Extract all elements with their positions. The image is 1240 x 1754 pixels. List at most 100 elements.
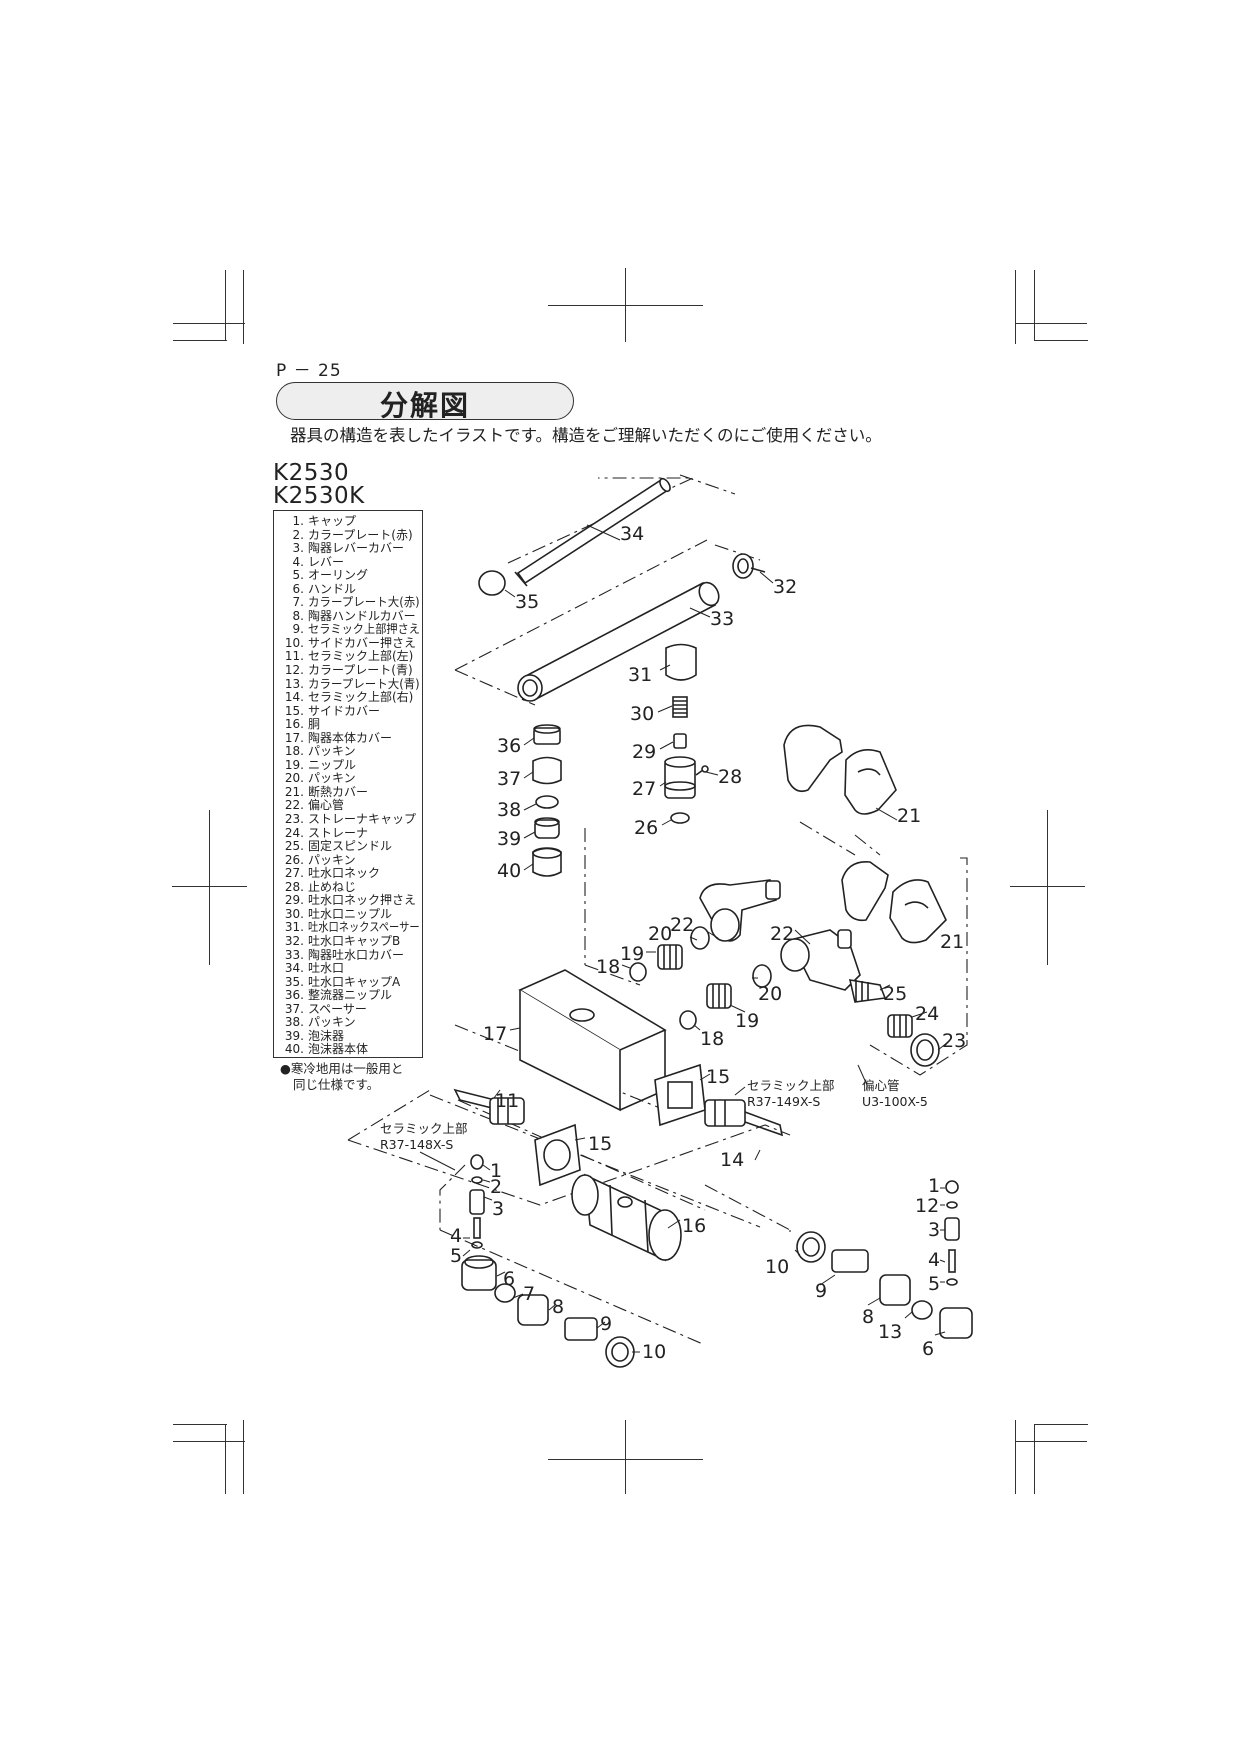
part-number: 30.	[284, 906, 304, 921]
parts-list-item: 18.パッキン	[274, 745, 422, 759]
part-name: 偏心管	[308, 798, 345, 813]
parts-list-item: 12.カラープレート(青)	[274, 663, 422, 678]
callout-19-right: 19	[735, 1010, 759, 1032]
callout-5-right: 5	[928, 1273, 940, 1295]
part-21-insulation-cover-upper	[783, 724, 897, 815]
part-number: 5.	[292, 568, 304, 583]
part-number: 2.	[292, 527, 304, 542]
callout-12: 12	[915, 1195, 939, 1217]
parts-list-item: 6.ハンドル	[274, 582, 422, 597]
part-37-spacer	[532, 756, 562, 785]
parts-list-item: 4.レバー	[274, 555, 422, 570]
part-number: 15.	[284, 703, 304, 718]
part-21-insulation-cover-lower	[841, 861, 947, 944]
callout-labels: 34 35 32 33 31 30 29 27 28 26 36 37 38 3…	[380, 523, 966, 1363]
callout-23: 23	[942, 1030, 966, 1052]
callout-10-right: 10	[765, 1256, 789, 1278]
ann-ceramic-left-code: R37-148X-S	[380, 1137, 453, 1152]
callout-18-right: 18	[700, 1028, 724, 1050]
part-7-color-plate-large-red	[494, 1283, 516, 1303]
callout-22-right: 22	[770, 923, 794, 945]
part-22-eccentric-pipe-left	[699, 879, 781, 942]
part-name: パッキン	[308, 852, 356, 867]
part-16-body	[571, 1173, 682, 1262]
callout-20-left: 20	[648, 923, 672, 945]
part-25-fixed-spindle	[848, 979, 887, 1003]
callout-8-right: 8	[862, 1306, 874, 1328]
parts-list-item: 10. サイドカバー押さえ	[274, 635, 422, 651]
part-name: ストレーナ	[308, 825, 369, 840]
parts-list-item: 32.吐水口キャップB	[274, 934, 422, 949]
callout-25: 25	[883, 983, 907, 1005]
callout-22-left: 22	[670, 914, 694, 936]
parts-list-item: 7.カラープレート大(赤)	[274, 596, 422, 610]
part-8-handle-cover-right	[879, 1274, 911, 1306]
part-5-o-ring-left	[471, 1241, 483, 1249]
part-22-eccentric-pipe-right	[780, 929, 861, 991]
parts-list-item: 17.陶器本体カバー	[274, 731, 422, 746]
part-name: カラープレート大(青)	[308, 676, 420, 691]
parts-list-item: 15.サイドカバー	[274, 703, 422, 719]
part-name: サイドカバー押さえ	[308, 635, 417, 650]
callout-26: 26	[634, 817, 658, 839]
part-4-lever-left	[473, 1217, 481, 1239]
part-number: 10.	[284, 635, 304, 650]
parts-list-item: 27.吐水口ネック	[274, 867, 422, 881]
part-29-neck-retainer	[673, 733, 687, 749]
model-number-1: K2530	[273, 460, 350, 486]
callout-21-lower: 21	[940, 931, 964, 953]
callout-31: 31	[628, 664, 652, 686]
part-9-retainer-left	[564, 1317, 598, 1341]
note-line-1: ●寒冷地用は一般用と	[280, 1061, 404, 1076]
part-name: 固定スピンドル	[308, 839, 393, 854]
callout-40: 40	[497, 860, 521, 882]
parts-list-item: 2.カラープレート(赤)	[274, 527, 422, 543]
part-15-side-cover-right	[654, 1063, 706, 1127]
callout-14: 14	[720, 1149, 744, 1171]
part-3-lever-cover-left	[469, 1189, 485, 1215]
ann-ceramic-right-code: R37-149X-S	[747, 1094, 820, 1109]
part-6-handle-left	[461, 1255, 497, 1291]
part-number: 11.	[284, 649, 304, 664]
part-5-o-ring-right	[946, 1278, 958, 1286]
part-23-strainer-cap	[910, 1033, 940, 1067]
part-number: 14.	[284, 690, 304, 705]
parts-list-item: 23.ストレーナキャップ	[274, 812, 422, 827]
callout-3-left: 3	[492, 1198, 504, 1220]
parts-list-item: 1.キャップ	[274, 514, 422, 529]
part-number: 34.	[284, 961, 304, 976]
parts-list-item: 30.吐水口ニップル	[274, 906, 422, 922]
part-name: オーリング	[308, 568, 369, 583]
parts-list-item: 13.カラープレート大(青)	[274, 676, 422, 692]
part-19-nipple	[657, 944, 732, 1009]
callout-34: 34	[620, 523, 644, 545]
part-27-spout-neck	[664, 756, 696, 799]
part-number: 24.	[284, 825, 304, 840]
parts-list-item: 25.固定スピンドル	[274, 840, 422, 854]
ann-eccentric-name: 偏心管	[862, 1078, 900, 1093]
part-number: 8.	[292, 608, 304, 623]
part-39-aerator	[534, 817, 560, 839]
parts-list-item: 37.スペーサー	[274, 1001, 422, 1017]
part-1-cap-right	[945, 1180, 959, 1194]
part-number: 20.	[284, 771, 304, 786]
callout-6-right: 6	[922, 1338, 934, 1360]
ann-ceramic-right-name: セラミック上部	[747, 1078, 835, 1093]
part-name: 吐水口キャップA	[308, 974, 401, 989]
part-name: セラミック上部(右)	[308, 690, 414, 705]
parts-list-item: 33.陶器吐水口カバー	[274, 948, 422, 963]
part-30-spout-nipple	[672, 696, 688, 718]
callout-13: 13	[878, 1321, 902, 1343]
section-title: 分解図	[379, 389, 470, 422]
part-number: 29.	[284, 893, 304, 908]
part-number: 12.	[284, 663, 304, 678]
part-number: 16.	[284, 717, 304, 732]
parts-list-item: 11.セラミック上部(左)	[274, 650, 422, 664]
part-10-side-retainer-right	[796, 1231, 826, 1263]
part-8-handle-cover-left	[517, 1294, 549, 1326]
callout-8-left: 8	[552, 1296, 564, 1318]
callout-15-left: 15	[588, 1133, 612, 1155]
part-name: スペーサー	[308, 1001, 367, 1016]
part-number: 38.	[284, 1015, 304, 1030]
parts-list-item: 5. オーリング	[274, 569, 422, 583]
